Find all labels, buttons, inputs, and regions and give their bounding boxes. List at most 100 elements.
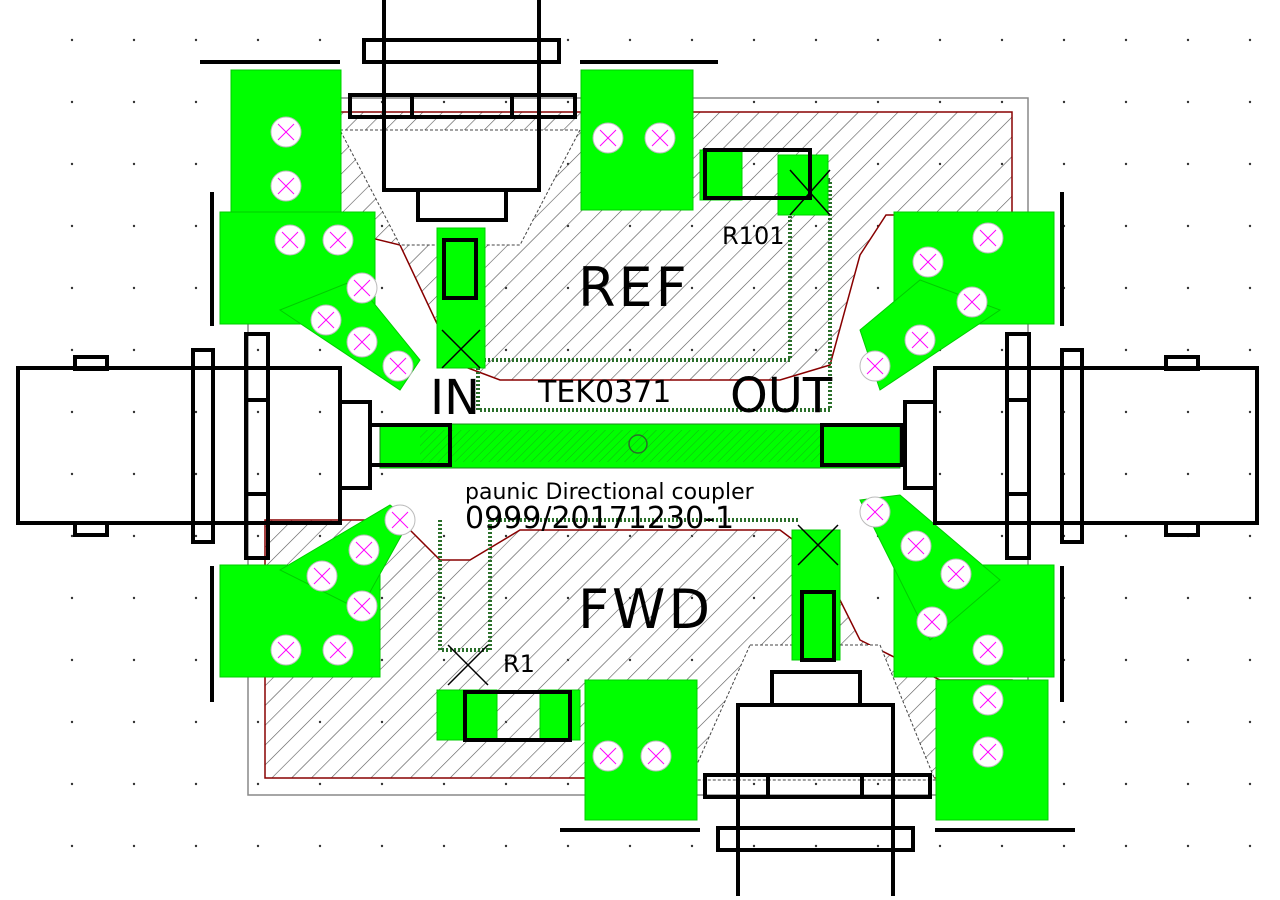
grid-dot (1248, 286, 1252, 290)
drill-cross (979, 743, 997, 761)
drill-cross (277, 177, 295, 195)
grid-dot (70, 658, 74, 662)
grid-dot (504, 782, 508, 786)
grid-dot (70, 38, 74, 42)
grid-dot (194, 596, 198, 600)
drill-cross (281, 231, 299, 249)
grid-dot (938, 38, 942, 42)
grid-dot (194, 162, 198, 166)
grid-dot (1124, 472, 1128, 476)
label-ref: REF (578, 256, 690, 319)
grid-dot (194, 38, 198, 42)
drill-cross (389, 357, 407, 375)
drill-cross (919, 253, 937, 271)
drill-cross (979, 691, 997, 709)
grid-dot (256, 410, 260, 414)
grid-dot (1124, 224, 1128, 228)
grid-dot (194, 844, 198, 848)
grid-dot (1124, 100, 1128, 104)
grid-dot (194, 286, 198, 290)
grid-dot (876, 100, 880, 104)
drill-cross (353, 279, 371, 297)
grid-dot (132, 782, 136, 786)
via-markers (441, 169, 839, 686)
grid-dot (70, 472, 74, 476)
grid-dot (1248, 720, 1252, 724)
grid-dot (194, 658, 198, 662)
grid-dot (1248, 472, 1252, 476)
grid-dot (1186, 596, 1190, 600)
grid-dot (256, 534, 260, 538)
main-line-inner (420, 430, 820, 462)
grid-dot (1186, 224, 1190, 228)
grid-dot (442, 534, 446, 538)
grid-dot (194, 224, 198, 228)
grid-dot (132, 596, 136, 600)
grid-dot (256, 844, 260, 848)
grid-dot (1186, 348, 1190, 352)
grid-dot (442, 782, 446, 786)
grid-dot (1186, 472, 1190, 476)
drill-cross (963, 293, 981, 311)
grid-dot (442, 844, 446, 848)
grid-dot (1124, 720, 1128, 724)
grid-dot (876, 286, 880, 290)
grid-dot (566, 100, 570, 104)
grid-dot (70, 410, 74, 414)
grid-dot (938, 410, 942, 414)
grid-dot (1062, 720, 1066, 724)
grid-dot (318, 472, 322, 476)
connector-outlines (16, 0, 1259, 900)
drill-cross (329, 641, 347, 659)
grid-dot (1000, 410, 1004, 414)
drill-cross (313, 567, 331, 585)
grid-dot (132, 534, 136, 538)
grid-dot (318, 348, 322, 352)
grid-dot (1186, 38, 1190, 42)
drill-cross (353, 333, 371, 351)
grid-dot (132, 162, 136, 166)
grid-dot (752, 100, 756, 104)
grid-dot (256, 472, 260, 476)
grid-dot (566, 844, 570, 848)
grid-dot (1062, 782, 1066, 786)
grid-dot (442, 100, 446, 104)
grid-dot (380, 410, 384, 414)
grid-dot (70, 782, 74, 786)
grid-dot (1248, 410, 1252, 414)
grid-dot (380, 844, 384, 848)
grid-dot (1124, 410, 1128, 414)
grid-dot (1000, 348, 1004, 352)
grid-dot (256, 720, 260, 724)
grid-dot (1186, 286, 1190, 290)
grid-dot (876, 782, 880, 786)
grid-dot (256, 348, 260, 352)
grid-dot (876, 596, 880, 600)
grid-dot (132, 658, 136, 662)
grid-dot (132, 38, 136, 42)
grid-dot (566, 782, 570, 786)
label-r101: R101 (722, 222, 784, 250)
grid-dot (1124, 162, 1128, 166)
drill-cross (947, 565, 965, 583)
grid-dot (70, 162, 74, 166)
grid-dot (70, 596, 74, 600)
grid-dot (814, 844, 818, 848)
drill-holes (270, 116, 1004, 772)
grid-dot (690, 38, 694, 42)
drill-cross (911, 331, 929, 349)
drill-cross (277, 123, 295, 141)
grid-dot (132, 100, 136, 104)
grid-dot (1124, 844, 1128, 848)
grid-dot (752, 844, 756, 848)
grid-dot (1124, 658, 1128, 662)
label-description: paunic Directional coupler (465, 480, 755, 505)
grid-dot (256, 38, 260, 42)
grid-dot (1062, 844, 1066, 848)
grid-dot (1062, 162, 1066, 166)
grid-dot (132, 410, 136, 414)
coupled-line-bottom (438, 518, 800, 652)
drill-cross (317, 311, 335, 329)
grid-dot (1062, 38, 1066, 42)
